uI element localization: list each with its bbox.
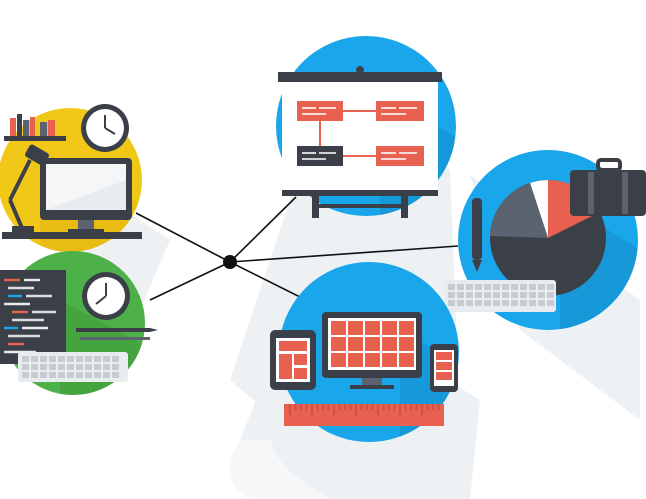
decor-cell xyxy=(538,284,545,290)
decor-cell xyxy=(112,372,119,378)
decor-cell xyxy=(484,300,491,306)
decor-cell xyxy=(331,353,346,367)
network-hub-icon xyxy=(223,255,237,269)
decor-cell xyxy=(399,353,414,367)
decor-cell xyxy=(348,321,363,335)
decor-cell xyxy=(547,292,554,298)
decor-cell xyxy=(484,292,491,298)
decor-cell xyxy=(382,337,397,351)
decor-cell xyxy=(520,300,527,306)
decor-cell xyxy=(76,372,83,378)
decor-cell xyxy=(22,364,29,370)
decor-cell xyxy=(502,284,509,290)
decor-cell xyxy=(382,353,397,367)
decor-cell xyxy=(511,300,518,306)
code-editor-keyboard-clock-icon xyxy=(0,251,158,395)
responsive-devices-ruler-icon xyxy=(270,262,459,442)
connector-lines xyxy=(135,196,459,302)
decor-cell xyxy=(493,300,500,306)
decor-cell xyxy=(348,337,363,351)
decor-cell xyxy=(31,372,38,378)
decor-cell xyxy=(58,372,65,378)
decor-cell xyxy=(448,300,455,306)
decor-cell xyxy=(49,364,56,370)
desk-lamp-monitor-clock-icon xyxy=(0,104,142,252)
decor-cell xyxy=(382,321,397,335)
decor-cell xyxy=(76,356,83,362)
decor-cell xyxy=(40,372,47,378)
decor-cell xyxy=(331,337,346,351)
decor-cell xyxy=(466,300,473,306)
decor-cell xyxy=(348,353,363,367)
decor-cell xyxy=(493,284,500,290)
decor-cell xyxy=(40,356,47,362)
decor-cell xyxy=(475,284,482,290)
decor-cell xyxy=(103,364,110,370)
decor-cell xyxy=(399,337,414,351)
decor-cell xyxy=(457,292,464,298)
decor-cell xyxy=(22,356,29,362)
decor-cell xyxy=(112,356,119,362)
decor-cell xyxy=(103,356,110,362)
decor-cell xyxy=(94,364,101,370)
decor-cell xyxy=(103,372,110,378)
decor-cell xyxy=(67,364,74,370)
decor-cell xyxy=(49,356,56,362)
decor-cell xyxy=(76,364,83,370)
decor-cell xyxy=(511,284,518,290)
decor-cell xyxy=(67,356,74,362)
decor-cell xyxy=(538,292,545,298)
flowchart-whiteboard-icon xyxy=(276,36,456,218)
decor-cell xyxy=(31,356,38,362)
decor-cell xyxy=(399,321,414,335)
decor-cell xyxy=(475,300,482,306)
decor-cell xyxy=(475,292,482,298)
decor-cell xyxy=(529,284,536,290)
decor-cell xyxy=(94,356,101,362)
decor-cell xyxy=(457,284,464,290)
decor-cell xyxy=(40,364,47,370)
decor-cell xyxy=(547,284,554,290)
decor-cell xyxy=(520,292,527,298)
decor-cell xyxy=(448,292,455,298)
decor-cell xyxy=(448,284,455,290)
decor-cell xyxy=(85,372,92,378)
decor-cell xyxy=(49,372,56,378)
decor-cell xyxy=(58,356,65,362)
decor-cell xyxy=(365,337,380,351)
decor-cell xyxy=(538,300,545,306)
decor-cell xyxy=(22,372,29,378)
decor-cell xyxy=(85,364,92,370)
decor-cell xyxy=(502,300,509,306)
decor-cell xyxy=(112,364,119,370)
decor-cell xyxy=(466,284,473,290)
decor-cell xyxy=(466,292,473,298)
decor-cell xyxy=(520,284,527,290)
decor-cell xyxy=(529,292,536,298)
decor-cell xyxy=(58,364,65,370)
decor-cell xyxy=(365,321,380,335)
decor-cell xyxy=(94,372,101,378)
decor-cell xyxy=(457,300,464,306)
decor-cell xyxy=(331,321,346,335)
decor-cell xyxy=(493,292,500,298)
decor-cell xyxy=(67,372,74,378)
decor-cell xyxy=(511,292,518,298)
decor-cell xyxy=(85,356,92,362)
pie-chart-briefcase-icon xyxy=(444,150,646,330)
decor-cell xyxy=(31,364,38,370)
decor-cell xyxy=(547,300,554,306)
decor-cell xyxy=(484,284,491,290)
decor-cell xyxy=(529,300,536,306)
decor-cell xyxy=(365,353,380,367)
decor-cell xyxy=(502,292,509,298)
